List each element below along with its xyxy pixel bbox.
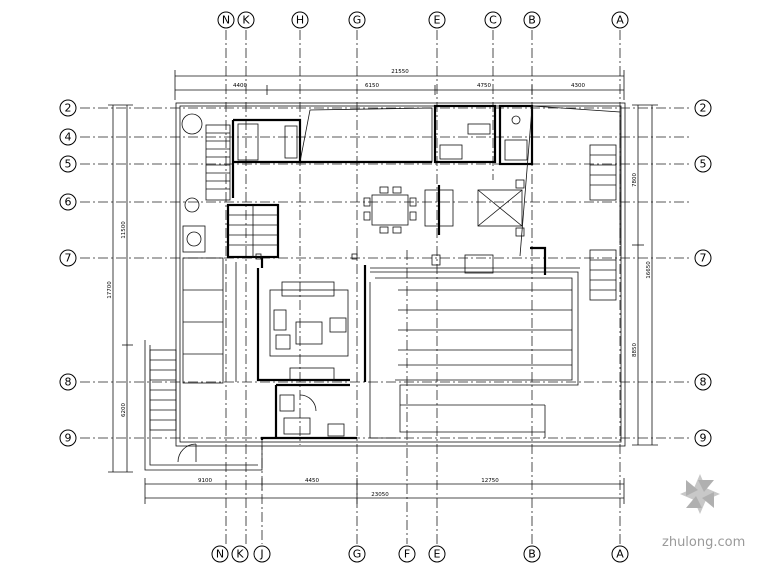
axis-label: N <box>216 548 224 561</box>
axis-label: 6 <box>65 196 72 209</box>
axis-label: C <box>489 14 497 27</box>
axis-label: A <box>616 14 624 27</box>
left-service-rooms <box>182 225 237 384</box>
axis-label: 9 <box>700 432 707 445</box>
axis-label: H <box>296 14 304 27</box>
axis-label: 2 <box>65 102 72 115</box>
axis-label: 2 <box>700 102 707 115</box>
axis-label: 7 <box>700 252 707 265</box>
axis-label: N <box>222 14 230 27</box>
bathroom-lower <box>274 383 350 438</box>
axis-label: E <box>434 14 441 27</box>
dimension-label: 4450 <box>305 478 319 484</box>
dining-set <box>363 186 417 234</box>
axis-label: G <box>353 548 362 561</box>
axis-bubbles-top: N K H G E C B A <box>217 11 629 29</box>
watermark: zhulong.com <box>662 474 745 550</box>
bedroom-furniture <box>424 179 525 237</box>
axis-label: 9 <box>65 432 72 445</box>
mid-wall <box>255 246 580 382</box>
dimension-label: 16650 <box>646 261 652 279</box>
dimension-label: 7800 <box>632 173 638 187</box>
stairs-lower-left <box>149 349 197 463</box>
dimension-label: 4300 <box>571 83 585 89</box>
watermark-text: zhulong.com <box>662 535 745 550</box>
axis-label: 5 <box>65 158 72 171</box>
axis-bubbles-right: 2 5 7 8 9 <box>694 99 712 447</box>
dimension-top: 21550 4400 6150 4750 4300 <box>174 69 625 100</box>
upper-rooms <box>231 104 621 257</box>
stairs-upper-left <box>181 113 231 213</box>
dimension-label: 6150 <box>365 83 379 89</box>
axis-bubbles-bottom: N K J G F E B A <box>211 545 629 563</box>
dimension-label: 21550 <box>391 69 409 75</box>
dimension-label: 11500 <box>121 221 127 239</box>
living-room <box>256 268 350 382</box>
interior-stair <box>226 203 280 259</box>
axis-label: B <box>528 14 536 27</box>
dimension-label: 4400 <box>233 83 247 89</box>
axis-label: K <box>236 548 244 561</box>
dimension-label: 23050 <box>371 492 389 498</box>
stairs-right <box>589 144 617 301</box>
axis-label: 4 <box>65 131 72 144</box>
dimension-label: 8850 <box>632 343 638 357</box>
axis-label: J <box>259 548 263 561</box>
dimension-label: 17700 <box>107 281 113 299</box>
axis-label: 5 <box>700 158 707 171</box>
dimension-label: 6200 <box>121 403 127 417</box>
axis-label: B <box>528 548 536 561</box>
dimension-bottom: 9100 4450 12750 23050 <box>144 478 625 504</box>
dimension-label: 4750 <box>477 83 491 89</box>
horizontal-axis-lines <box>80 107 690 439</box>
dimension-label: 9100 <box>198 478 212 484</box>
axis-label: E <box>434 548 441 561</box>
axis-bubbles-left: 2 4 5 6 7 8 9 <box>59 99 77 447</box>
exterior-walls <box>144 102 626 471</box>
garage-area <box>369 271 579 439</box>
dimension-left: 17700 11500 6200 <box>107 104 133 473</box>
axis-label: 8 <box>65 376 72 389</box>
axis-label: K <box>242 14 250 27</box>
axis-label: 7 <box>65 252 72 265</box>
axis-label: F <box>404 548 410 561</box>
vertical-axis-lines <box>225 30 621 544</box>
axis-label: G <box>353 14 362 27</box>
dimension-right: 7800 8850 16650 <box>632 104 658 446</box>
axis-label: A <box>616 548 624 561</box>
dimension-label: 12750 <box>481 478 499 484</box>
watermark-logo-icon <box>680 474 720 514</box>
axis-label: 8 <box>700 376 707 389</box>
